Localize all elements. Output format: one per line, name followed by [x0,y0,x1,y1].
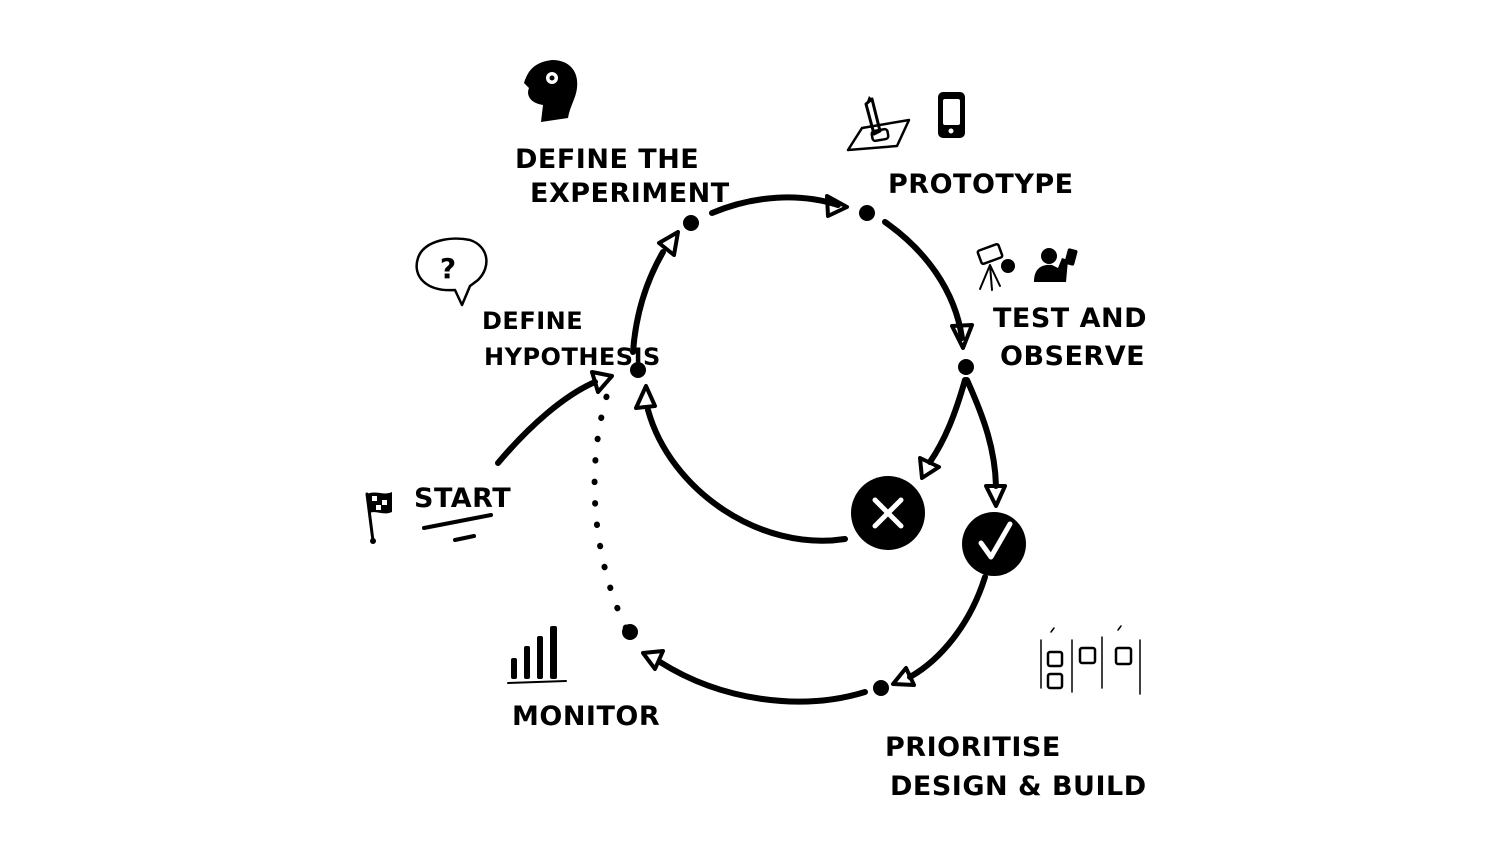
label-define-hypothesis-line1: DEFINE [482,307,583,335]
label-start: START [414,483,511,514]
label-define-experiment: DEFINE THE EXPERIMENT [515,144,730,209]
arrow-test-to-cross [927,377,968,465]
label-test-observe-line2: OBSERVE [1000,341,1145,372]
node-test-observe [958,359,974,375]
node-define-experiment [683,215,699,231]
question-mark: ? [440,252,456,285]
node-monitor [622,624,638,640]
label-define-hypothesis: DEFINE HYPOTHESIS [482,307,661,371]
arrow-start-to-hypothesis [495,379,598,466]
node-define-hypothesis [630,362,646,378]
video-camera-tripod-icon [976,242,1015,291]
arrow-head [950,323,974,350]
arrow-check-to-prioritise [907,574,988,680]
label-define-hypothesis-line2: HYPOTHESIS [484,343,661,371]
label-prioritise-line1: PRIORITISE [885,732,1061,763]
arrow-head [641,649,665,671]
speech-bubble-question-icon: ? [415,237,488,307]
label-prioritise-line2: DESIGN & BUILD [890,771,1147,802]
bar-chart-icon [507,626,567,684]
label-test-observe: TEST AND OBSERVE [993,303,1147,372]
label-test-observe-line1: TEST AND [993,303,1147,334]
arrow-prototype-to-test [882,219,965,341]
arrow-prioritise-to-monitor [657,659,868,705]
dotted-return-monitor-to-hypothesis [591,392,629,631]
kanban-board-icon [1040,625,1141,695]
arrow-cross-to-hypothesis [645,407,848,544]
cross-icon [851,476,925,550]
checkered-flag-icon [365,492,392,544]
arrow-head [891,666,916,687]
arrow-test-to-check [964,377,999,489]
label-define-experiment-line1: DEFINE THE [515,144,699,175]
node-prioritise [873,680,889,696]
label-monitor: MONITOR [512,701,660,732]
arrow-hypothesis-to-experiment [630,249,666,355]
label-define-experiment-line2: EXPERIMENT [530,178,730,209]
arrow-experiment-to-prototype [709,194,841,216]
start-underline [422,513,493,530]
arrow-head [634,384,657,410]
sketch-pencil-icon [846,96,911,152]
arrow-head [657,230,680,257]
check-icon [962,512,1026,576]
arrow-head [984,484,1007,508]
person-phone-icon [1034,248,1078,282]
start-underline-short [453,534,476,542]
mobile-phone-icon [938,92,965,138]
arrow-head [590,370,614,394]
arrow-head [825,194,849,218]
label-prioritise: PRIORITISE DESIGN & BUILD [885,732,1147,802]
head-idea-icon [524,60,578,122]
arrow-head [918,456,941,480]
label-prototype: PROTOTYPE [888,169,1074,200]
node-prototype [859,205,875,221]
